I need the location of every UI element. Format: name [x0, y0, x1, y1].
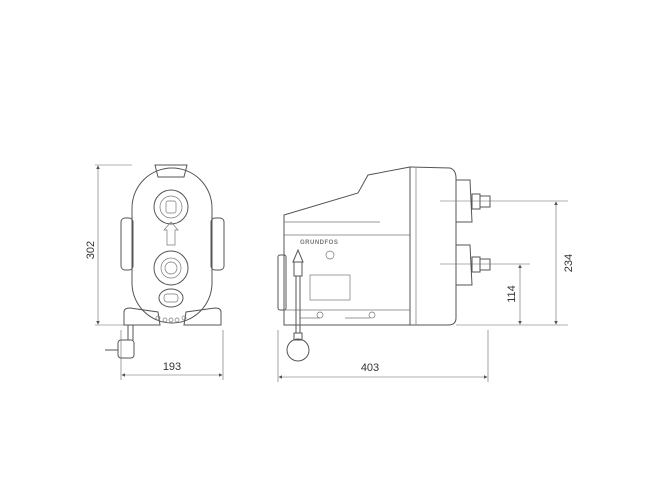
motor-housing	[283, 166, 411, 326]
right-ear	[210, 217, 225, 271]
drain-plug	[158, 288, 184, 308]
power-plug	[117, 339, 135, 359]
front-view: 302 193	[85, 164, 225, 380]
cable-gland	[292, 248, 304, 263]
nameplate	[309, 274, 351, 301]
top-cap	[154, 164, 188, 178]
side-view: GRUNDFOS 403 234 114	[277, 166, 575, 382]
brand-logo: GRUNDFOS	[300, 240, 338, 246]
inlet-nut	[471, 256, 481, 273]
flow-arrow-icon	[163, 221, 179, 246]
power-cable-side	[295, 276, 301, 333]
inlet-housing	[456, 244, 473, 286]
outlet-height-dimension-label: 234	[563, 254, 575, 272]
right-foot	[183, 307, 222, 326]
left-foot	[123, 307, 161, 326]
power-plug-side	[286, 338, 310, 362]
outlet-port	[153, 189, 189, 225]
front-cover	[409, 166, 457, 326]
power-cable	[127, 325, 134, 340]
inlet-height-dimension-label: 114	[506, 285, 518, 303]
pump-body-front	[131, 167, 213, 324]
inlet-fitting	[479, 258, 491, 271]
outlet-fitting	[479, 195, 491, 208]
height-dimension-label: 302	[85, 241, 97, 259]
inlet-port	[153, 250, 189, 286]
left-ear	[120, 217, 134, 271]
width-dimension-label: 193	[163, 361, 181, 373]
length-dimension-label: 403	[361, 362, 379, 374]
outlet-nut	[471, 193, 481, 210]
